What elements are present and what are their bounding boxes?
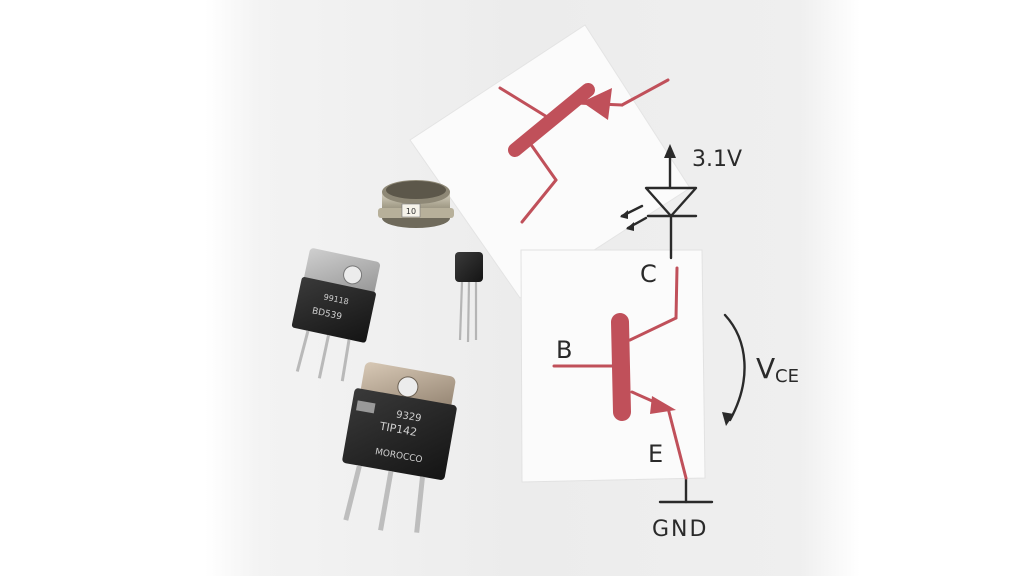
- ground-label: GND: [652, 517, 708, 542]
- emitter-label: E: [648, 440, 663, 468]
- npn-transistor-symbol: [552, 266, 688, 480]
- metal-can-transistor: 10: [378, 180, 454, 228]
- led-arrow-icon-1: [620, 210, 628, 219]
- base-label: B: [556, 336, 572, 364]
- metal-can-marking: 10: [406, 207, 416, 216]
- vce-arrow-icon: [722, 412, 734, 426]
- to92-transistor: [455, 252, 483, 343]
- vce-subscript-label: CE: [775, 366, 799, 387]
- led-arrow-icon-2: [626, 222, 634, 231]
- to220-transistor: 99118 BD539: [291, 248, 381, 382]
- top-card-arrow-icon: [582, 88, 612, 120]
- collector-label: C: [640, 260, 657, 288]
- to218-marking-line1: 9329: [395, 409, 422, 424]
- vce-label: V: [756, 352, 775, 385]
- to218-transistor: 9329 TIP142 MOROCCO: [342, 362, 457, 533]
- top-card: [409, 24, 691, 299]
- npn-emitter-arrow-icon: [650, 396, 676, 414]
- supply-arrow-icon: [664, 144, 676, 158]
- supply-voltage-label: 3.1V: [692, 147, 742, 172]
